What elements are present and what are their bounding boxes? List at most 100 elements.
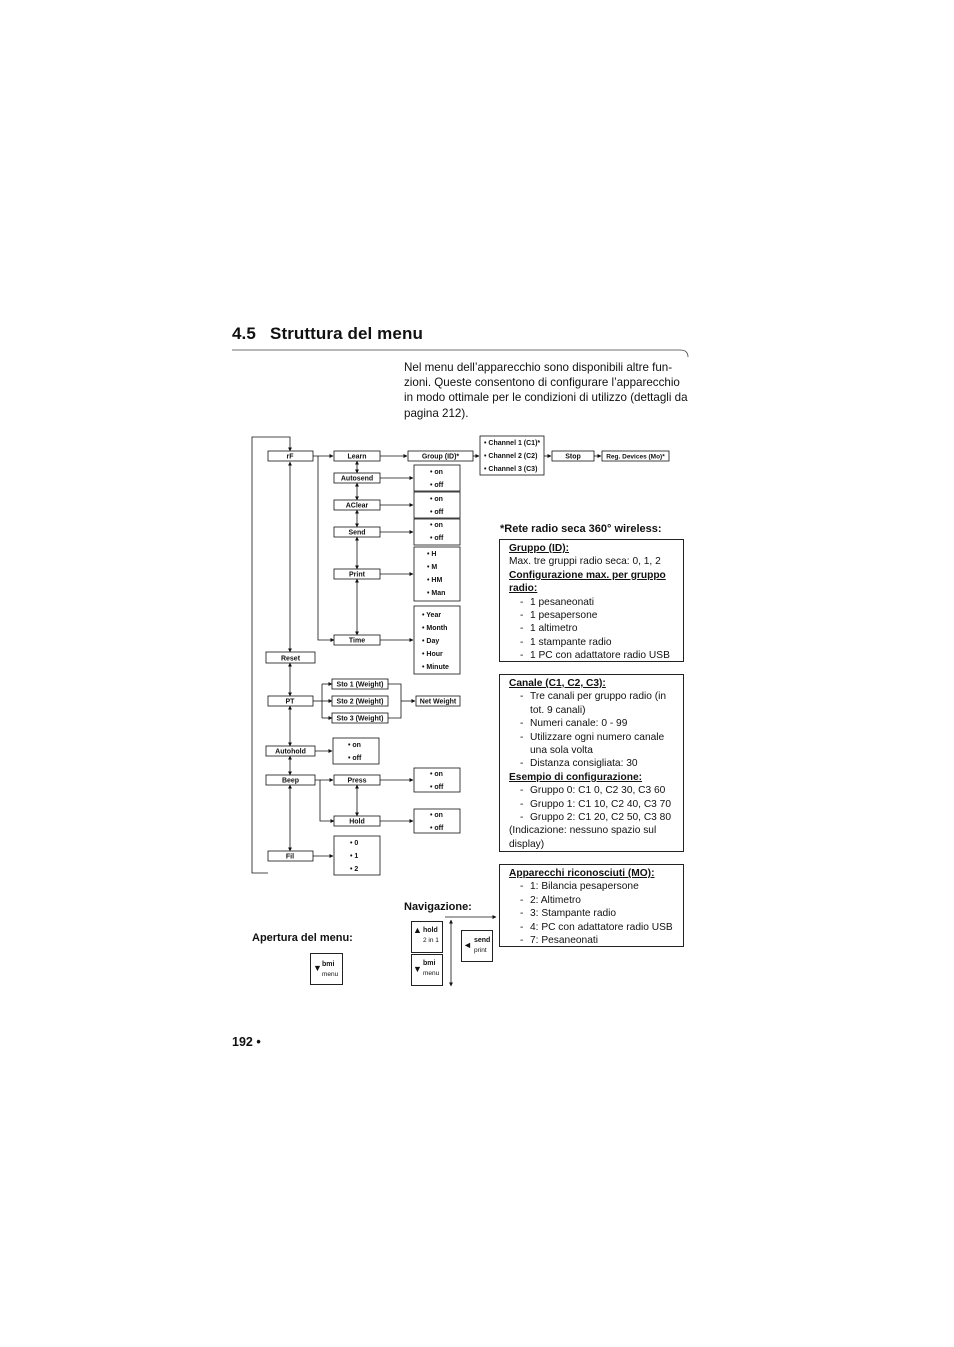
info-box-canale: Canale (C1, C2, C3): Tre canali per grup… [499, 674, 684, 852]
list-item: 1 pesaneonati [509, 596, 677, 610]
autohold-on: • on [348, 742, 361, 749]
menu-item-beep: Beep [282, 778, 299, 785]
autosend-off: • off [430, 482, 444, 489]
info-box-gruppo: Gruppo (ID): Max. tre gruppi radio seca:… [499, 539, 684, 663]
print-option: • H [427, 551, 436, 558]
channel-option: • Channel 1 (C1)* [484, 440, 540, 447]
time-option: • Day [422, 638, 439, 645]
aclear-on: • on [430, 496, 443, 503]
list-item: Gruppo 1: C1 10, C2 40, C3 70 [509, 798, 677, 812]
submenu-time: Time [349, 638, 365, 645]
bmi-key: ▼ bmi menu [411, 954, 443, 986]
key-label-bottom: 2 in 1 [423, 937, 439, 944]
beep-hold: Hold [349, 819, 365, 826]
arrow-up-icon: ▲ [413, 925, 422, 935]
apparecchi-title: Apparecchi riconosciuti (MO): [509, 868, 655, 879]
gruppo-line: Max. tre gruppi radio seca: 0, 1, 2 [509, 556, 661, 568]
intro-line: pagina 212). [404, 406, 469, 420]
open-menu-label: Apertura del menu: [252, 932, 353, 944]
list-item: 1 altimetro [509, 622, 677, 636]
time-option: • Hour [422, 651, 443, 658]
list-item: Distanza consigliata: 30 [509, 757, 677, 771]
gruppo-title: Gruppo (ID): [509, 543, 569, 554]
autohold-off: • off [348, 755, 362, 762]
menu-item-pt: PT [286, 699, 296, 706]
arrow-down-icon: ▼ [413, 964, 422, 974]
submenu-aclear: AClear [346, 503, 369, 510]
key-label-top: hold [423, 927, 438, 934]
hold-off: • off [430, 825, 444, 832]
print-option: • M [427, 564, 437, 571]
canale-note: (Indicazione: nessuno spazio sul display… [509, 825, 657, 850]
aclear-off: • off [430, 509, 444, 516]
time-option: • Year [422, 612, 441, 619]
menu-item-autohold: Autohold [275, 749, 306, 756]
time-option: • Minute [422, 664, 449, 671]
intro-line: in modo ottimale per le condizioni di ut… [404, 391, 688, 405]
pt-sto-3: Sto 3 (Weight) [337, 716, 384, 723]
list-item: Utilizzare ogni numero canale una sola v… [509, 731, 677, 758]
learn-stop: Stop [565, 454, 581, 461]
menu-item-rf: rF [287, 454, 295, 461]
channel-option: • Channel 2 (C2) [484, 453, 537, 460]
intro-paragraph: Nel menu dell’apparecchio sono disponibi… [404, 360, 694, 421]
page-number: 192 • [232, 1035, 261, 1049]
intro-line: Nel menu dell’apparecchio sono disponibi… [404, 361, 673, 374]
send-off: • off [430, 535, 444, 542]
fil-option: • 1 [350, 853, 358, 860]
press-on: • on [430, 771, 443, 778]
list-item: Gruppo 0: C1 0, C2 30, C3 60 [509, 784, 677, 798]
hold-on: • on [430, 812, 443, 819]
learn-reg-devices: Reg. Devices (Mo)* [606, 454, 665, 461]
list-item: Numeri canale: 0 - 99 [509, 717, 677, 731]
list-item: 2: Altimetro [509, 894, 677, 908]
section-title: Struttura del menu [270, 324, 423, 343]
key-label-bottom: menu [423, 970, 440, 977]
pt-sto-2: Sto 2 (Weight) [337, 699, 384, 706]
list-item: 3: Stampante radio [509, 907, 677, 921]
wireless-title: *Rete radio seca 360° wireless: [500, 523, 662, 535]
print-option: • HM [427, 577, 442, 584]
gruppo-config-title: Configurazione max. per gruppo radio: [509, 569, 666, 595]
channel-option: • Channel 3 (C3) [484, 466, 537, 473]
heading-rule [232, 349, 689, 358]
submenu-send: Send [348, 530, 365, 537]
section-heading: 4.5 Struttura del menu [232, 324, 423, 344]
canale-example-title: Esempio di configurazione: [509, 771, 643, 783]
key-label-top: bmi [322, 961, 335, 968]
press-off: • off [430, 784, 444, 791]
print-option: • Man [427, 590, 445, 597]
navigation-label: Navigazione: [404, 901, 472, 913]
list-item: 7: Pesaneonati [509, 934, 677, 948]
menu-item-fil: Fil [286, 854, 294, 861]
key-label-top: bmi [423, 960, 436, 967]
arrow-left-icon: ◄ [463, 940, 472, 950]
submenu-learn: Learn [347, 454, 366, 461]
intro-line: zioni. Queste consentono di configurare … [404, 376, 680, 390]
list-item: Gruppo 2: C1 20, C2 50, C3 80 [509, 811, 677, 825]
list-item: Tre canali per gruppo radio (in tot. 9 c… [509, 690, 677, 717]
section-number: 4.5 [232, 324, 256, 343]
list-item: 1 PC con adattatore radio USB [509, 649, 677, 663]
key-label-bottom: menu [322, 971, 339, 978]
list-item: 1: Bilancia pesapersone [509, 880, 677, 894]
menu-item-reset: Reset [281, 656, 301, 663]
time-option: • Month [422, 625, 447, 632]
fil-option: • 0 [350, 840, 358, 847]
beep-press: Press [347, 778, 366, 785]
send-print-key: ◄ send print [461, 930, 493, 962]
fil-option: • 2 [350, 866, 358, 873]
pt-sto-1: Sto 1 (Weight) [337, 682, 384, 689]
key-label-top: send [474, 937, 491, 944]
hold-key: ▲ hold 2 in 1 [411, 921, 443, 953]
list-item: 1 stampante radio [509, 636, 677, 650]
submenu-autosend: Autosend [341, 476, 373, 483]
autosend-on: • on [430, 469, 443, 476]
canale-title: Canale (C1, C2, C3): [509, 678, 606, 689]
key-label-bottom: print [474, 947, 487, 954]
arrow-down-icon: ▼ [313, 963, 322, 973]
list-item: 4: PC con adattatore radio USB [509, 921, 677, 935]
list-item: 1 pesapersone [509, 609, 677, 623]
send-on: • on [430, 522, 443, 529]
